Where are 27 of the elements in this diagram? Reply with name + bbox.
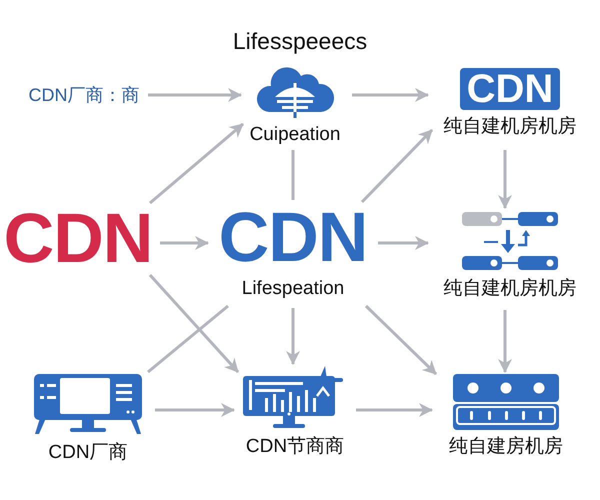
arrow — [155, 403, 235, 417]
node-label: Cuipeation — [250, 124, 340, 146]
arrow — [360, 128, 434, 204]
node-label: CDN厂商：商 — [28, 84, 140, 106]
arrow — [149, 122, 244, 204]
arrow — [352, 88, 429, 102]
arrow — [498, 150, 512, 209]
arrow — [498, 310, 512, 373]
node-label: 纯自建房机房 — [449, 436, 563, 458]
large-text: CDN — [4, 203, 152, 273]
node-label: CDN厂商 — [48, 442, 128, 464]
arrow — [286, 308, 300, 365]
large-text: CDN — [218, 202, 368, 272]
connector-line — [292, 150, 294, 200]
arrow — [160, 236, 209, 250]
arrow — [378, 236, 429, 250]
connector-line — [147, 304, 229, 374]
node-label: 纯自建机房机房 — [444, 278, 576, 300]
arrow — [148, 274, 240, 373]
title: Lifesspeeecs — [232, 28, 368, 55]
badge: CDN — [460, 68, 560, 110]
arrow — [364, 304, 438, 376]
node-label: CDN节商商 — [246, 436, 344, 458]
arrow — [148, 88, 242, 102]
node-label: Lifespeation — [242, 278, 344, 300]
node-label: 纯自建机房机房 — [444, 116, 576, 138]
arrow — [356, 403, 433, 417]
